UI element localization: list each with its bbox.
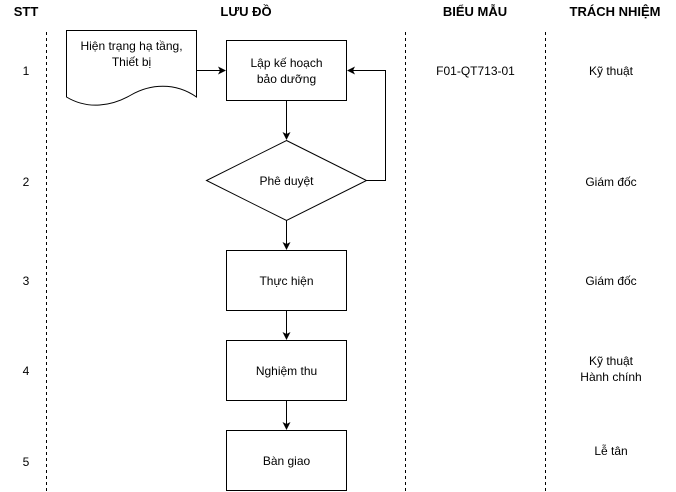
responsibility-5: Lễ tân bbox=[594, 444, 628, 458]
responsibility-4: Kỹ thuật Hành chính bbox=[546, 353, 676, 385]
responsibility-2: Giám đốc bbox=[585, 175, 637, 189]
header-responsibility: TRÁCH NHIỆM bbox=[569, 4, 661, 19]
responsibility-3: Giám đốc bbox=[585, 274, 637, 288]
stt-4: 4 bbox=[22, 364, 30, 378]
plan-line-1: Lập kế hoạch bbox=[250, 55, 323, 70]
stt-3: 3 bbox=[22, 274, 30, 288]
input-document-shape bbox=[66, 30, 197, 106]
input-document-label: Hiện trạng hạ tầng, Thiết bị bbox=[66, 34, 197, 74]
acceptance-label: Nghiệm thu bbox=[255, 363, 318, 378]
acceptance-box bbox=[226, 340, 347, 401]
header-form: BIỂU MẪU bbox=[442, 4, 508, 19]
execute-box bbox=[226, 250, 347, 311]
responsibility-1: Kỹ thuật bbox=[588, 64, 634, 78]
responsibility-4-line-2: Hành chính bbox=[580, 370, 642, 384]
input-document-line-2: Thiết bị bbox=[111, 55, 152, 69]
handover-label: Bàn giao bbox=[262, 453, 311, 468]
stt-1: 1 bbox=[22, 64, 30, 78]
header-flowchart: LƯU ĐỒ bbox=[220, 4, 272, 19]
execute-label: Thực hiện bbox=[259, 273, 314, 288]
form-1: F01-QT713-01 bbox=[436, 64, 515, 78]
handover-box bbox=[226, 430, 347, 491]
header-stt: STT bbox=[13, 4, 39, 19]
input-document-line-1: Hiện trạng hạ tầng, bbox=[80, 39, 183, 53]
plan-label: Lập kế hoạch bảo dưỡng bbox=[226, 40, 347, 101]
stt-5: 5 bbox=[22, 455, 30, 469]
arrow-approve-loop-to-plan bbox=[347, 66, 386, 181]
plan-line-2: bảo dưỡng bbox=[256, 71, 317, 86]
stt-2: 2 bbox=[22, 175, 30, 189]
responsibility-4-line-1: Kỹ thuật bbox=[588, 354, 634, 368]
approve-label: Phê duyệt bbox=[259, 174, 314, 188]
plan-box bbox=[226, 40, 347, 101]
